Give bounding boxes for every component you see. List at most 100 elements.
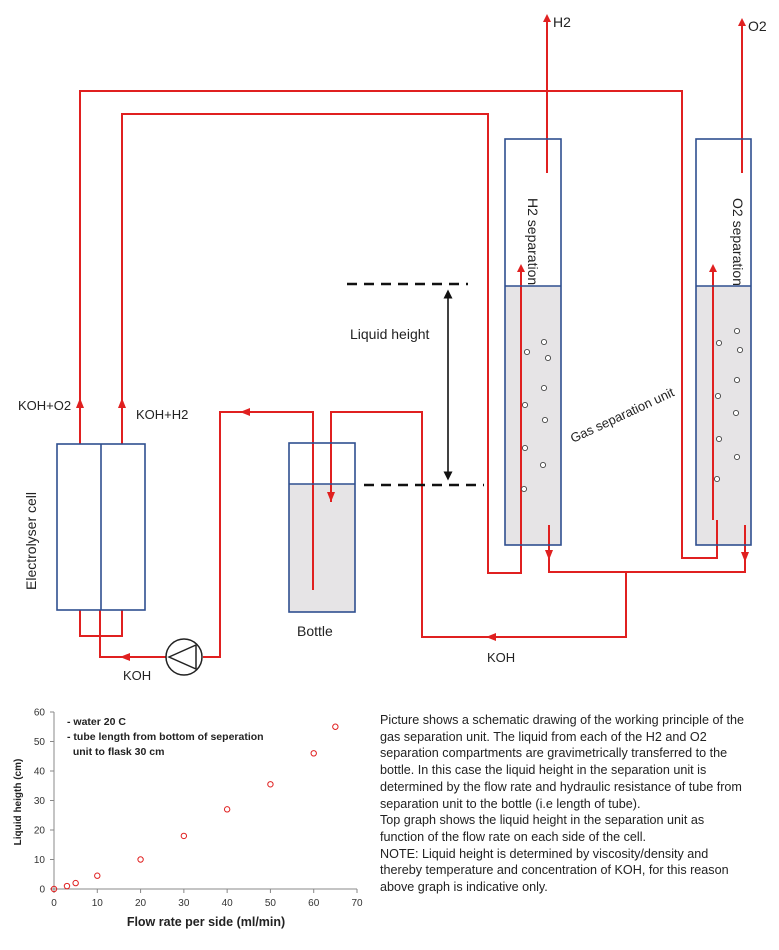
description-line: gas separation unit. The liquid from eac… [380, 729, 707, 744]
bubble-icon [732, 409, 740, 417]
liquid-height-chart: 0 10 20 30 40 50 60 70 0 10 20 30 40 50 60 Flow rate p… [13, 708, 363, 930]
bubble-icon [523, 348, 531, 356]
chart-x-tick-label: 70 [351, 898, 363, 909]
arrow-koh-h2-up [118, 398, 126, 408]
chart-x-tick-label: 0 [51, 898, 57, 909]
chart-y-tick-label: 30 [34, 796, 46, 807]
bubble-icon [715, 435, 723, 443]
h2-outlet-label: H2 [553, 14, 571, 30]
chart-y-tick-label: 0 [39, 885, 45, 896]
pipe-o2-return [626, 525, 746, 573]
chart-note-3: unit to flask 30 cm [67, 746, 164, 758]
chart-x-axis-label: Flow rate per side (ml/min) [127, 915, 285, 929]
pump-icon [165, 638, 203, 676]
koh-h2-label: KOH+H2 [136, 407, 188, 422]
bubble-icon [733, 327, 741, 335]
pipe-h2-return [330, 411, 627, 638]
h2-separation-label: H2 separation [525, 198, 541, 285]
pipe-koh-h2 [121, 113, 522, 574]
description-line: bottle. In this case the liquid height i… [380, 763, 707, 778]
bottle-label: Bottle [297, 623, 333, 639]
flow-arrows [76, 398, 749, 661]
chart-point [332, 723, 339, 730]
bubble-icon [521, 444, 529, 452]
bubble-icon [736, 346, 744, 354]
arrow-o2-down [741, 552, 749, 562]
bubble-icon [713, 475, 721, 483]
chart-y-tick-label: 40 [34, 767, 46, 778]
bubbles [520, 327, 744, 493]
chart-points [50, 723, 339, 893]
description-line: above graph is indicative only. [380, 880, 548, 895]
o2-outlet-label: O2 [748, 18, 767, 34]
pipe-cell-bottom [79, 610, 123, 637]
bubble-icon [520, 485, 528, 493]
piping [79, 14, 746, 658]
koh-pump-label: KOH [123, 668, 151, 683]
chart-point [223, 806, 231, 813]
chart-point [72, 879, 79, 887]
bubble-icon [733, 376, 741, 384]
chart-x-tick-label: 20 [135, 898, 147, 909]
chart-point [94, 872, 101, 879]
o2-separation-liquid [696, 286, 751, 545]
chart-y-tick-label: 50 [34, 737, 46, 748]
chart-x-tick-label: 40 [222, 898, 234, 909]
liquid-height-label: Liquid height [350, 326, 430, 342]
chart-note-2: - tube length from bottom of seperation [67, 731, 264, 743]
chart-point [63, 882, 71, 890]
arrow-koh-o2-up [76, 398, 84, 408]
arrow-bottle-in-down [327, 492, 335, 502]
description-line: function of the flow rate on each side o… [380, 829, 647, 844]
chart-x-tick-label: 60 [308, 898, 320, 909]
pipe-pump-to-cell [99, 610, 166, 658]
description-line: thereby temperature and concentration of… [380, 863, 729, 878]
bubble-icon [733, 453, 741, 461]
bubble-icon [521, 401, 529, 409]
description-line: Top graph shows the liquid height in the… [380, 813, 705, 828]
chart-point [310, 750, 317, 757]
chart-point [267, 781, 274, 788]
chart-x-tick-label: 30 [178, 898, 190, 909]
bubble-icon [541, 416, 549, 424]
bubble-icon [715, 339, 723, 347]
description-line: NOTE: Liquid height is determined by vis… [380, 846, 709, 861]
bubble-icon [714, 392, 722, 400]
koh-return-label: KOH [487, 650, 515, 665]
bubble-icon [540, 384, 548, 392]
arrow-bottle-pipe-left [240, 408, 250, 416]
chart-y-axis-label: Liquid heigth (cm) [13, 759, 24, 846]
arrow-pump-left [120, 653, 130, 661]
chart-ticks: 0 10 20 30 40 50 60 70 0 10 20 30 40 50 60 [34, 708, 363, 910]
pipe-bottle-out [203, 411, 314, 658]
chart-x-tick-label: 10 [92, 898, 104, 909]
pipe-koh-o2 [79, 90, 718, 559]
bubble-icon [544, 354, 552, 362]
description-line: determined by the flow rate and hydrauli… [380, 779, 742, 794]
o2-separation-label: O2 separation [730, 198, 746, 286]
chart-point [137, 856, 144, 863]
o2-separation-vessel [695, 138, 752, 546]
h2-separation-liquid [505, 286, 561, 545]
description-text: Picture shows a schematic drawing of the… [380, 712, 776, 896]
description-line: separation compartments are gravimetrica… [380, 746, 728, 761]
description-line: separation unit to the bottle (i.e lengt… [380, 796, 641, 811]
h2-separation-vessel [504, 138, 562, 546]
bubble-icon [539, 461, 547, 469]
chart-x-tick-label: 50 [265, 898, 277, 909]
chart-point [50, 885, 58, 893]
gas-separation-unit-label: Gas separation unit [568, 384, 677, 445]
bottle-liquid [289, 484, 355, 612]
chart-point [180, 832, 188, 840]
koh-o2-label: KOH+O2 [18, 398, 71, 413]
liquid-height-indicator [347, 282, 484, 487]
chart-y-tick-label: 60 [34, 708, 46, 719]
arrow-return-left [486, 633, 496, 641]
chart-y-tick-label: 20 [34, 826, 46, 837]
description-line: Picture shows a schematic drawing of the… [380, 713, 744, 727]
chart-note-1: - water 20 C [67, 716, 126, 728]
chart-y-tick-label: 10 [34, 855, 46, 866]
bottle-vessel [288, 442, 356, 613]
arrow-h2-down [545, 550, 553, 560]
